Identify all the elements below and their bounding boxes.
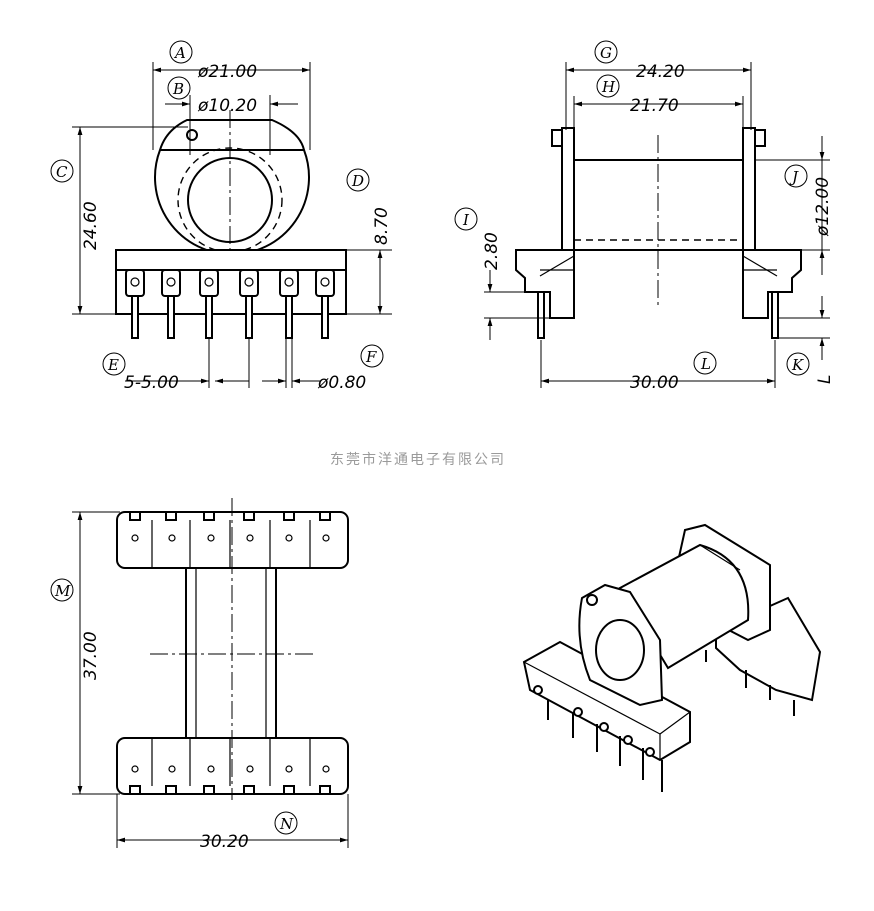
- side-view: G 24.20 H 21.70 J ø12.00 I 2.80 K L: [454, 40, 835, 393]
- dim-g-value: 24.20: [636, 62, 685, 82]
- dim-a-value: ø21.00: [197, 62, 257, 82]
- dim-i-value: 2.80: [482, 232, 502, 270]
- dim-b-value: ø10.20: [197, 96, 257, 116]
- label-j: J: [789, 168, 799, 186]
- label-h: H: [601, 78, 616, 96]
- dim-e-value: 5-5.00: [124, 373, 179, 393]
- label-l: L: [700, 355, 711, 373]
- isometric-view: [522, 523, 822, 792]
- front-view: A ø21.00 B ø10.20 C 24.60 D 8.70 E 5-5.0…: [50, 40, 392, 393]
- label-a: A: [173, 44, 186, 62]
- label-g: G: [600, 44, 612, 62]
- dim-f-value: ø0.80: [317, 373, 366, 393]
- dim-n-value: 30.20: [200, 832, 249, 852]
- top-view: M 37.00 N 30.20: [50, 498, 349, 852]
- dim-j-value: ø12.00: [813, 177, 833, 237]
- company-name: 东莞市洋通电子有限公司: [330, 451, 506, 468]
- label-l-right: L: [815, 375, 835, 384]
- label-m: M: [54, 582, 71, 600]
- dim-c-value: 24.60: [81, 201, 101, 250]
- dim-d-value: 8.70: [372, 207, 392, 245]
- label-c: C: [56, 163, 68, 181]
- dim-m-value: 37.00: [81, 631, 101, 680]
- label-n: N: [279, 815, 294, 833]
- label-d: D: [351, 172, 364, 190]
- label-i: I: [462, 211, 470, 229]
- label-a-marker: [169, 40, 193, 64]
- label-b: B: [172, 80, 184, 98]
- dim-l-value: 30.00: [630, 373, 679, 393]
- dim-h-value: 21.70: [630, 96, 679, 116]
- label-k: K: [791, 356, 804, 374]
- label-e: E: [107, 356, 119, 374]
- label-f: F: [365, 348, 377, 366]
